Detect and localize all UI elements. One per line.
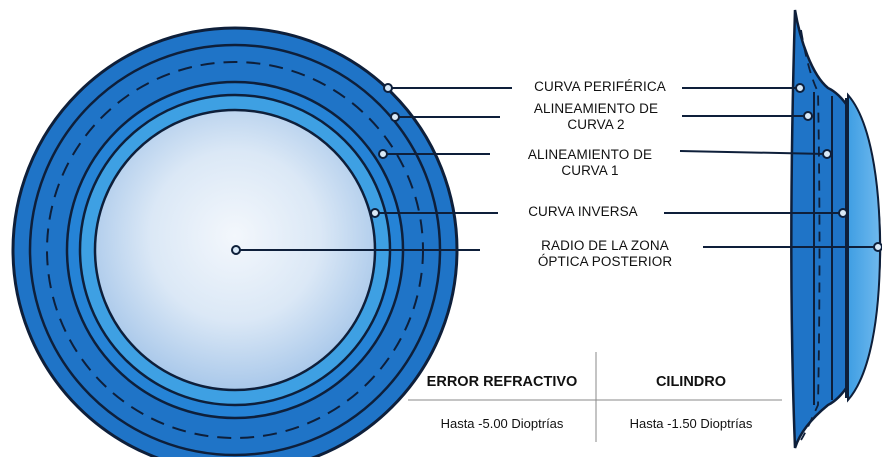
- label-alignment-curve-1-line2: CURVA 1: [561, 163, 619, 178]
- label-alignment-curve-1-line1: ALINEAMIENTO DE: [527, 147, 653, 162]
- marker-peripheral-side: [795, 83, 805, 93]
- marker-reverse-side: [838, 208, 848, 218]
- spec-header-refractive-error: ERROR REFRACTIVO: [426, 374, 578, 390]
- lens-side-profile: [790, 9, 882, 449]
- front-leader-lines: [236, 87, 512, 251]
- marker-alignment1-side: [822, 149, 832, 159]
- label-alignment-curve-1: ALINEAMIENTO DE CURVA 1: [510, 147, 670, 179]
- marker-alignment2-side: [803, 111, 813, 121]
- label-alignment-curve-2-line2: CURVA 2: [567, 117, 625, 132]
- spec-header-cylinder: CILINDRO: [655, 374, 727, 390]
- label-optic-zone-line2: ÓPTICA POSTERIOR: [537, 254, 673, 269]
- label-reverse-curve: CURVA INVERSA: [528, 204, 638, 219]
- marker-optic-front: [231, 245, 241, 255]
- spec-table-lines: [408, 352, 782, 442]
- marker-alignment1-front: [378, 149, 388, 159]
- spec-value-refractive-error: Hasta -5.00 Dioptrías: [440, 416, 564, 431]
- marker-dots: [231, 83, 882, 255]
- marker-alignment2-front: [390, 112, 400, 122]
- marker-optic-side: [873, 242, 882, 252]
- label-optic-zone-line1: RADIO DE LA ZONA: [541, 238, 669, 253]
- label-optic-zone-radius: RADIO DE LA ZONA ÓPTICA POSTERIOR: [515, 238, 695, 270]
- marker-reverse-front: [370, 208, 380, 218]
- marker-peripheral-front: [383, 83, 393, 93]
- spec-value-cylinder: Hasta -1.50 Dioptrías: [629, 416, 753, 431]
- label-alignment-curve-2: ALINEAMIENTO DE CURVA 2: [516, 101, 676, 133]
- label-peripheral-curve: CURVA PERIFÉRICA: [534, 79, 666, 94]
- lens-profile-dashed-line: [800, 29, 821, 441]
- profile-leader-lines: [664, 87, 878, 248]
- label-alignment-curve-2-line1: ALINEAMIENTO DE: [533, 101, 659, 116]
